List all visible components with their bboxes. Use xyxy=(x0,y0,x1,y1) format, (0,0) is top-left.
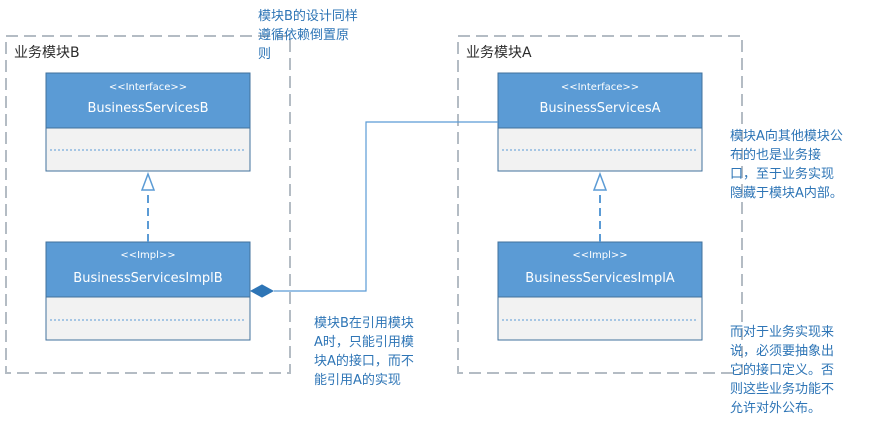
realization-b[interactable] xyxy=(140,171,156,242)
aggregation-diamond-icon xyxy=(249,284,275,298)
hollow-arrow-icon xyxy=(592,171,608,191)
note-right-lower: 而对于业务实现来 说，必须要抽象出 它的接口定义。否 则这些业务功能不 允许对外… xyxy=(730,324,838,416)
realization-a[interactable] xyxy=(592,171,608,242)
package-a[interactable]: 业务模块A xyxy=(457,35,743,374)
class-stereotype: <<Impl>> xyxy=(572,250,627,261)
class-header xyxy=(497,72,703,129)
class-stereotype: <<Interface>> xyxy=(109,82,187,93)
package-b-title: 业务模块B xyxy=(14,45,80,61)
package-b[interactable]: 业务模块B xyxy=(5,35,291,374)
class-name: BusinessServicesB xyxy=(87,101,208,116)
class-stereotype: <<Impl>> xyxy=(120,250,175,261)
class-name: BusinessServicesA xyxy=(539,101,660,116)
hollow-arrow-icon xyxy=(140,171,156,191)
note-right-upper: 模块A向其他模块公 布的也是业务接 口，至于业务实现 隐藏于模块A内部。 xyxy=(730,128,847,201)
class-stereotype: <<Interface>> xyxy=(561,82,639,93)
class-body xyxy=(45,296,251,341)
package-b-frame xyxy=(5,35,291,374)
class-body xyxy=(497,296,703,341)
class-header xyxy=(45,72,251,129)
class-name: BusinessServicesImplB xyxy=(73,271,222,286)
class-business-services-impl-a[interactable]: <<Impl>> BusinessServicesImplA xyxy=(497,241,703,341)
package-a-frame xyxy=(457,35,743,374)
class-business-services-impl-b[interactable]: <<Impl>> BusinessServicesImplB xyxy=(45,241,251,341)
note-middle: 模块B在引用模块 A时，只能引用模 块A的接口，而不 能引用A的实现 xyxy=(314,316,418,388)
class-name: BusinessServicesImplA xyxy=(525,271,675,286)
association-implb-to-servicesa[interactable] xyxy=(249,121,498,298)
note-top: 模块B的设计同样 遵循依赖倒置原 则 xyxy=(258,8,362,62)
association-line xyxy=(274,121,498,292)
class-header xyxy=(497,241,703,298)
class-header xyxy=(45,241,251,298)
package-a-title: 业务模块A xyxy=(466,45,532,61)
class-business-services-b[interactable]: <<Interface>> BusinessServicesB xyxy=(45,72,251,172)
class-business-services-a[interactable]: <<Interface>> BusinessServicesA xyxy=(497,72,703,172)
